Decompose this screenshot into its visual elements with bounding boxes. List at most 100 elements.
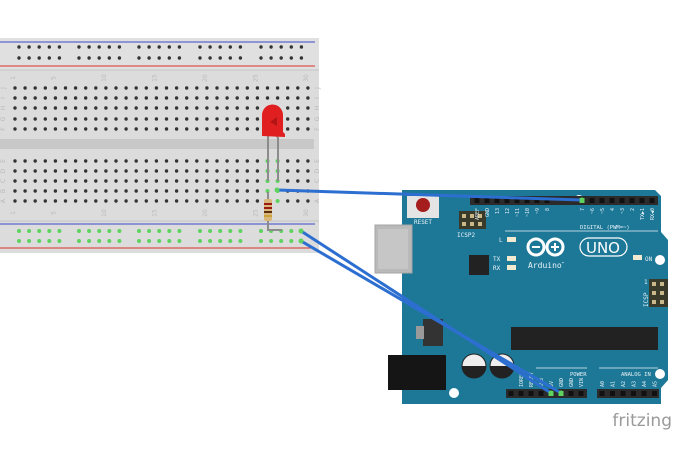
breadboard-hole bbox=[33, 179, 37, 183]
digital-pin bbox=[514, 198, 520, 203]
breadboard-hole bbox=[306, 159, 310, 163]
breadboard-hole bbox=[255, 169, 260, 173]
breadboard-hole bbox=[134, 169, 138, 173]
breadboard-hole bbox=[255, 127, 260, 131]
breadboard-hole bbox=[164, 127, 169, 131]
rail-hole bbox=[37, 229, 42, 233]
mounting-hole bbox=[655, 369, 665, 379]
power-pin-label: IOREF bbox=[519, 372, 525, 387]
breadboard-hole bbox=[63, 179, 68, 183]
breadboard-hole bbox=[225, 159, 229, 163]
breadboard-hole bbox=[33, 106, 37, 110]
resistor-band bbox=[264, 207, 272, 209]
breadboard-hole bbox=[73, 96, 78, 100]
breadboard-hole bbox=[174, 86, 179, 90]
breadboard-hole bbox=[235, 106, 239, 110]
breadboard-hole bbox=[94, 86, 98, 90]
digital-pin bbox=[474, 198, 480, 203]
rail-hole bbox=[259, 239, 263, 243]
breadboard-hole bbox=[124, 169, 128, 173]
icsp2-pin bbox=[470, 222, 474, 226]
rail-hole bbox=[269, 56, 273, 60]
resistor[interactable] bbox=[264, 192, 282, 231]
column-label: 25 bbox=[252, 74, 259, 82]
rx-led bbox=[507, 265, 516, 270]
icsp2-pin bbox=[478, 214, 482, 218]
led-highlight bbox=[270, 117, 277, 126]
breadboard-hole bbox=[114, 106, 118, 110]
icsp-pin bbox=[660, 291, 664, 295]
wire-rail-to-gnd[interactable] bbox=[299, 239, 563, 395]
rail-hole bbox=[208, 229, 213, 233]
breadboard-hole bbox=[23, 127, 27, 131]
breadboard-hole bbox=[23, 106, 27, 110]
breadboard-hole bbox=[33, 189, 37, 193]
breadboard-hole bbox=[154, 159, 159, 163]
breadboard-hole bbox=[94, 189, 98, 193]
breadboard-hole bbox=[43, 86, 47, 90]
rail-hole bbox=[218, 239, 223, 243]
rail-hole bbox=[137, 239, 141, 243]
breadboard-hole bbox=[94, 127, 98, 131]
icsp2-pin bbox=[478, 222, 482, 226]
column-label: 10 bbox=[101, 74, 108, 82]
breadboard-hole bbox=[245, 96, 249, 100]
breadboard-hole bbox=[33, 86, 37, 90]
digital-pin-label: 13 bbox=[495, 208, 501, 214]
bottom-header-pins bbox=[508, 391, 657, 396]
row-label: F bbox=[0, 127, 7, 131]
breadboard-hole bbox=[134, 106, 138, 110]
icsp-pin bbox=[652, 291, 656, 295]
row-label: G bbox=[314, 116, 321, 121]
column-label: 1 bbox=[10, 76, 17, 80]
breadboard-hole bbox=[23, 117, 27, 121]
wire-rail-to-5v[interactable] bbox=[299, 229, 553, 395]
rail-hole bbox=[77, 239, 81, 243]
breadboard-hole bbox=[104, 189, 108, 193]
breadboard-hole bbox=[154, 199, 159, 203]
rail-hole bbox=[97, 229, 102, 233]
digital-pin-label: ~6 bbox=[590, 208, 596, 214]
wire-to-digital-pin-7[interactable] bbox=[275, 188, 584, 202]
breadboard-hole bbox=[134, 86, 138, 90]
rail-hole bbox=[259, 229, 263, 233]
analog-header bbox=[597, 389, 659, 398]
breadboard-hole bbox=[144, 96, 148, 100]
on-led-label: ON bbox=[645, 256, 653, 263]
rail-hole bbox=[107, 56, 112, 60]
breadboard-hole bbox=[174, 127, 179, 131]
power-pin-label: VIN bbox=[579, 378, 585, 387]
rail-hole bbox=[198, 239, 202, 243]
breadboard-hole bbox=[144, 86, 148, 90]
digital-pin-label: ~9 bbox=[535, 208, 541, 214]
rail-hole bbox=[259, 56, 263, 60]
breadboard-hole bbox=[164, 169, 169, 173]
breadboard-hole bbox=[104, 117, 108, 121]
breadboard-hole bbox=[43, 169, 47, 173]
breadboard-hole bbox=[174, 169, 179, 173]
breadboard-hole bbox=[53, 159, 58, 163]
breadboard-hole bbox=[164, 199, 169, 203]
power-pin bbox=[528, 391, 534, 396]
breadboard-hole bbox=[306, 86, 310, 90]
breadboard-hole bbox=[174, 189, 179, 193]
breadboard-hole bbox=[63, 86, 68, 90]
rail-hole bbox=[238, 239, 243, 243]
column-label: 20 bbox=[202, 209, 209, 217]
rail-hole bbox=[87, 229, 92, 233]
breadboard-hole bbox=[265, 86, 270, 90]
red-led[interactable] bbox=[262, 104, 285, 138]
breadboard-hole bbox=[134, 199, 138, 203]
rail-hole bbox=[228, 45, 232, 49]
breadboard-hole bbox=[275, 96, 280, 100]
reset-button[interactable] bbox=[416, 198, 430, 212]
rail-hole bbox=[198, 45, 202, 49]
breadboard-hole bbox=[205, 96, 209, 100]
rail-hole bbox=[47, 45, 51, 49]
breadboard-hole bbox=[114, 189, 118, 193]
rail-hole bbox=[137, 56, 141, 60]
rail-hole bbox=[137, 45, 141, 49]
row-label: G bbox=[0, 116, 7, 121]
breadboard-hole bbox=[94, 179, 98, 183]
breadboard-hole bbox=[84, 179, 88, 183]
